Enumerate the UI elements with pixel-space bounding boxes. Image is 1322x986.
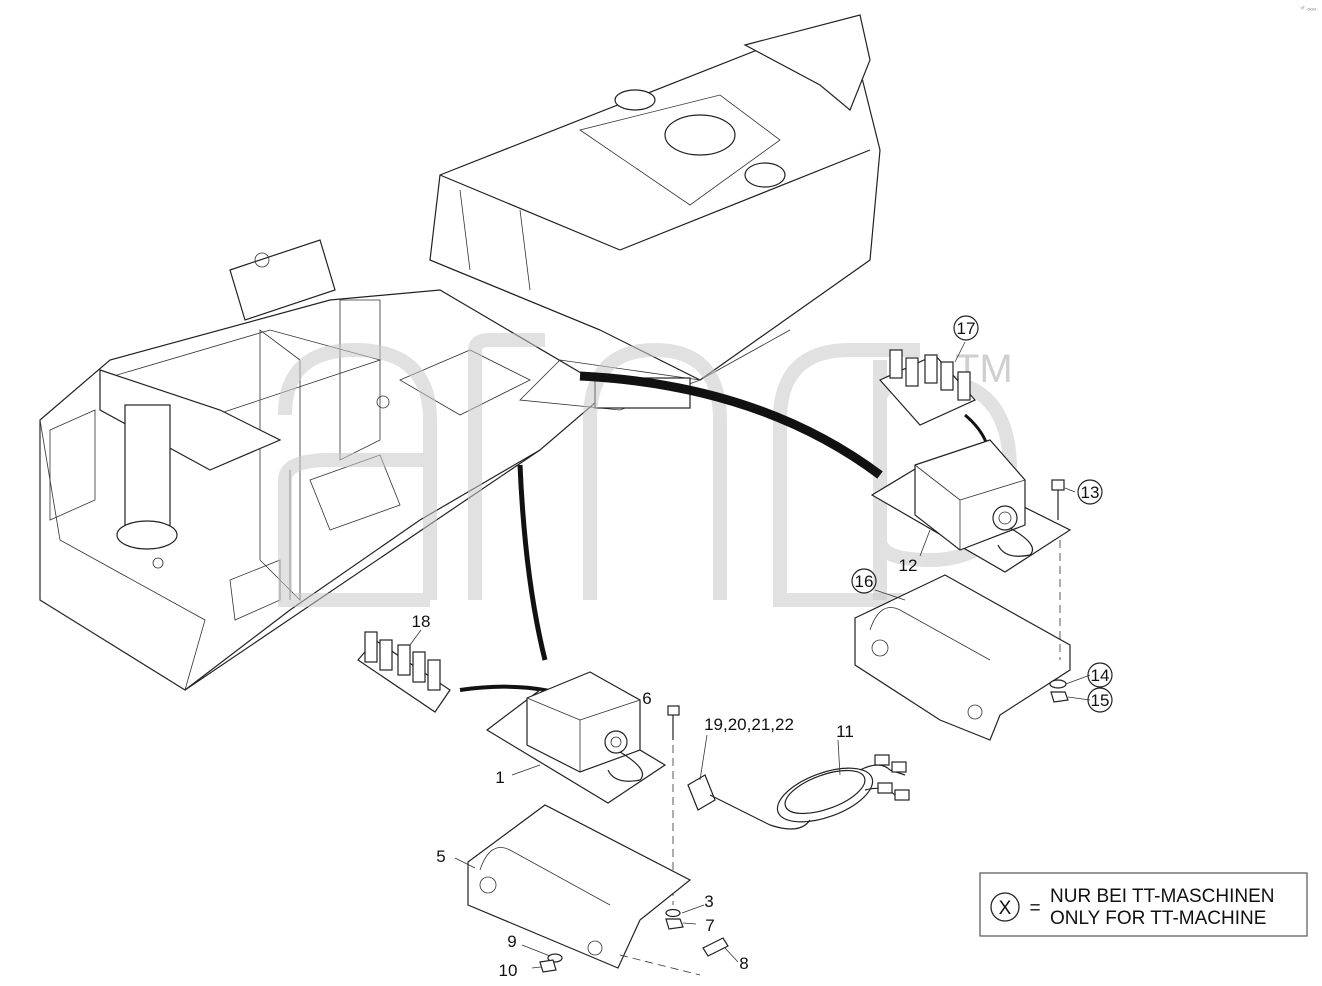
callout-7: 7	[705, 916, 714, 935]
washer-3	[665, 908, 681, 918]
callout-16: 16	[855, 572, 874, 591]
leader-lines	[409, 341, 1091, 969]
bolt-13	[1051, 479, 1065, 491]
cover-16	[854, 574, 1071, 741]
connector-19-22	[687, 774, 716, 811]
callout-circles	[851, 315, 1113, 713]
nut-7	[665, 918, 684, 930]
legend-box: X = NUR BEI TT-MASCHINEN ONLY FOR TT-MAC…	[979, 872, 1308, 937]
callout-15: 15	[1091, 691, 1110, 710]
callout-17: 17	[957, 319, 976, 338]
callout-1: 1	[495, 768, 504, 787]
right-control-unit-assembly	[854, 349, 1072, 741]
legend-symbol: X	[999, 898, 1012, 919]
callout-8: 8	[739, 954, 748, 973]
callout-9: 9	[507, 932, 516, 951]
cover-5	[467, 804, 692, 969]
left-control-unit-assembly	[357, 631, 729, 976]
bolt-6	[667, 705, 680, 716]
callout-12: 12	[899, 556, 918, 575]
bolt-8	[702, 937, 729, 957]
machine-frame	[39, 14, 881, 691]
callout-13: 13	[1081, 483, 1100, 502]
callout-19-22: 19,20,21,22	[704, 715, 794, 734]
callout-6: 6	[642, 689, 651, 708]
washer-14	[1049, 679, 1067, 689]
callout-5: 5	[436, 847, 445, 866]
nut-10	[539, 959, 557, 973]
callout-10: 10	[499, 961, 518, 980]
callout-18: 18	[412, 612, 431, 631]
cable-harness-11	[687, 754, 910, 830]
legend-line-english: ONLY FOR TT-MACHINE	[1050, 908, 1266, 929]
callout-11: 11	[836, 722, 854, 741]
legend-line-german: NUR BEI TT-MASCHINEN	[1050, 886, 1275, 907]
callout-3: 3	[704, 892, 713, 911]
callout-labels: 17 16 13 14 15 12 18 6 19,20,21,22 11 1 …	[412, 319, 1110, 980]
nut-15	[1050, 691, 1069, 703]
callout-14: 14	[1091, 666, 1110, 685]
corner-note: ♂ ₀₀₀	[1300, 5, 1316, 12]
legend-equals: =	[1029, 898, 1040, 919]
